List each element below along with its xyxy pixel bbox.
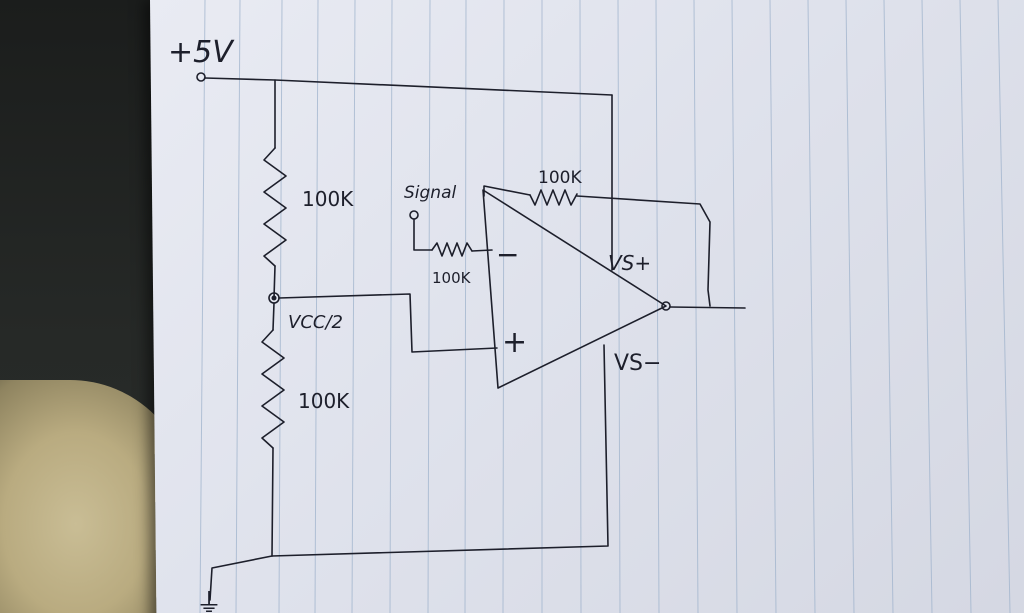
feedback-wire-left — [483, 185, 531, 197]
output-terminal — [661, 301, 671, 311]
midpoint-to-noninverting-wire — [278, 293, 498, 353]
bottom-ground-rail — [271, 344, 609, 557]
divider-wire-mid-lower — [272, 302, 275, 331]
paper-rule-lines — [199, 0, 1011, 613]
feedback-wire-right — [576, 195, 711, 307]
noninverting-input-symbol: + — [502, 325, 527, 360]
input-resistor-value: 100K — [432, 269, 472, 287]
op-amp-triangle — [482, 189, 667, 389]
divider-resistor-top — [263, 147, 287, 267]
ground-lead — [209, 555, 273, 601]
inverting-input-symbol: − — [496, 238, 519, 271]
divider-wire-bottom — [271, 447, 274, 557]
feedback-resistor-value: 100K — [538, 168, 582, 188]
midpoint-label: VCC/2 — [288, 312, 343, 333]
divider-resistor-bottom — [261, 329, 285, 449]
feedback-resistor — [529, 189, 578, 206]
top-supply-rail — [204, 77, 613, 96]
midpoint-dot — [271, 295, 277, 301]
vs-minus-label: VS− — [614, 351, 661, 376]
divider-top-value: 100K — [302, 187, 354, 211]
signal-terminal — [409, 210, 419, 220]
vs-plus-label: VS+ — [608, 251, 651, 275]
output-wire — [669, 306, 746, 309]
supply-label: +5V — [168, 35, 235, 70]
input-resistor-to-inverting-wire — [471, 249, 493, 252]
input-resistor — [431, 242, 473, 257]
ground-symbol: ⏚ — [196, 589, 222, 613]
signal-lead — [413, 218, 433, 251]
supply-terminal — [196, 72, 206, 82]
divider-bottom-value: 100K — [298, 389, 350, 413]
signal-label: Signal — [404, 183, 456, 203]
